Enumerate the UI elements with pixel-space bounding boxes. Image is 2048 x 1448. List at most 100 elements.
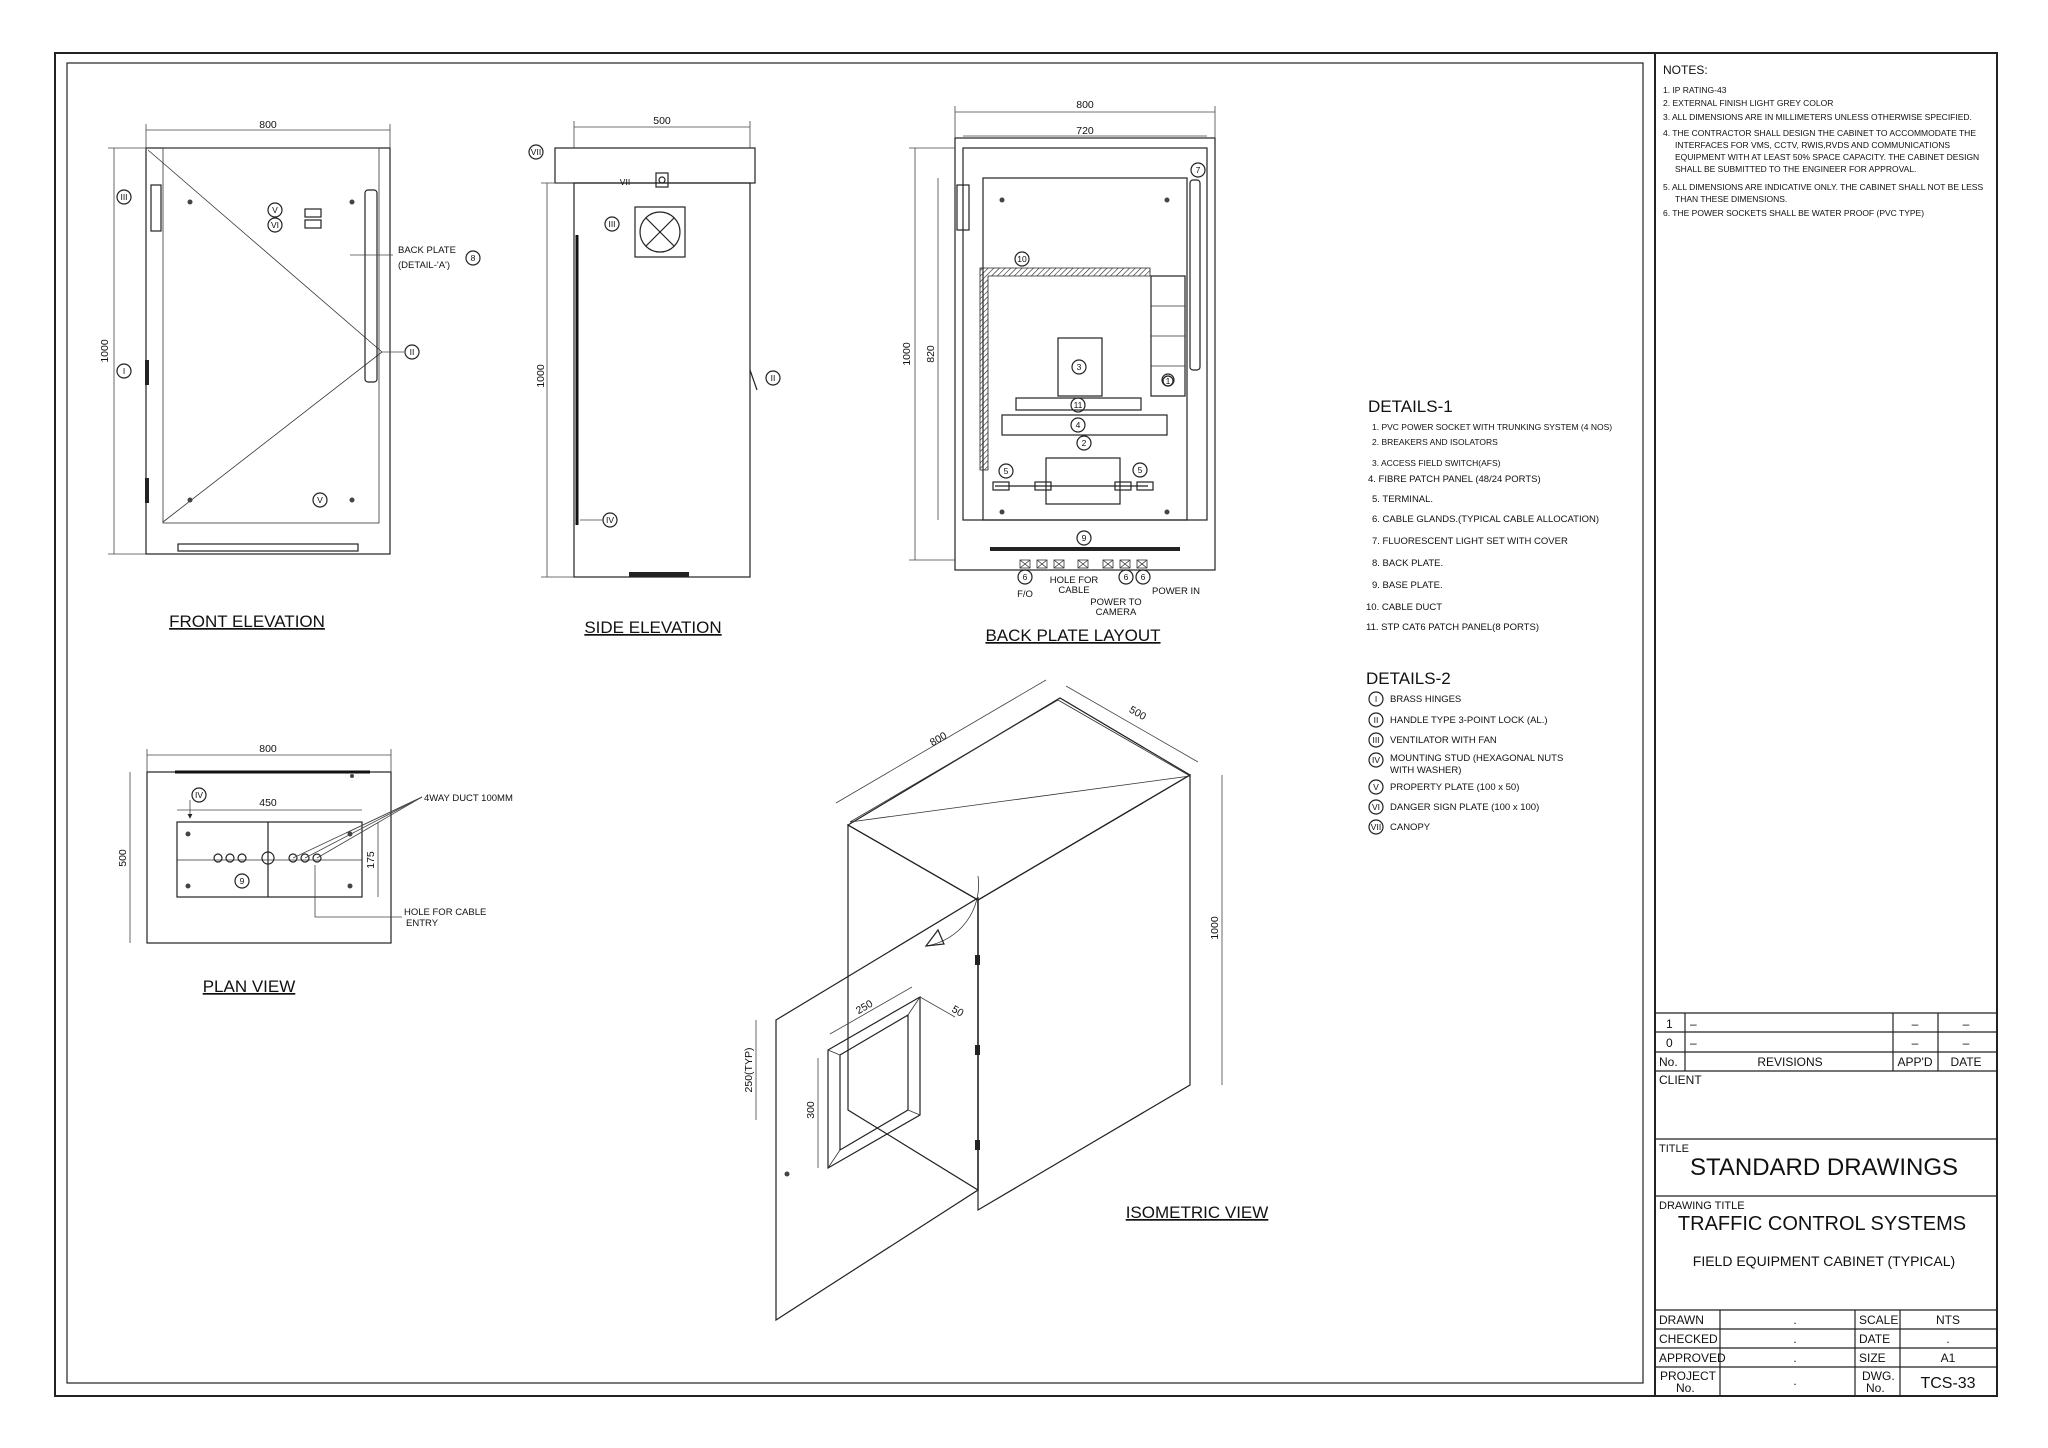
svg-text:11: 11 xyxy=(1074,400,1083,410)
svg-text:8. BACK PLATE.: 8. BACK PLATE. xyxy=(1372,558,1443,569)
svg-text:–: – xyxy=(1963,1017,1970,1031)
svg-text:II: II xyxy=(410,347,415,357)
back-plate-layout: 800 720 1000 820 7 10 3 1 11 4 2 5 5 9 6… xyxy=(901,99,1216,645)
client-label: CLIENT xyxy=(1659,1073,1702,1087)
svg-text:SIZE: SIZE xyxy=(1859,1351,1886,1365)
drawing-subtitle-value: FIELD EQUIPMENT CABINET (TYPICAL) xyxy=(1693,1253,1955,1269)
svg-text:THAN THESE DIMENSIONS.: THAN THESE DIMENSIONS. xyxy=(1675,194,1787,204)
svg-text:6. THE POWER SOCKETS SHALL BE: 6. THE POWER SOCKETS SHALL BE WATER PROO… xyxy=(1663,208,1924,218)
details-1: DETAILS-1 1. PVC POWER SOCKET WITH TRUNK… xyxy=(1366,397,1612,633)
isometric-view: 800 500 1000 250 50 300 250(TYP) ISOMETR… xyxy=(743,679,1269,1322)
svg-text:III: III xyxy=(608,219,615,229)
svg-text:III: III xyxy=(120,192,127,202)
svg-text:V: V xyxy=(272,205,278,215)
svg-text:2. BREAKERS AND ISOLATORS: 2. BREAKERS AND ISOLATORS xyxy=(1372,437,1498,447)
front-elevation: 800 1000 III I V VI V II BACK PLATE (DET… xyxy=(99,119,481,631)
svg-text:II: II xyxy=(1374,715,1379,725)
svg-text:VENTILATOR WITH FAN: VENTILATOR WITH FAN xyxy=(1390,735,1497,746)
plan-view-title: PLAN VIEW xyxy=(203,977,296,996)
details-2-heading: DETAILS-2 xyxy=(1366,669,1451,688)
fo-label: F/O xyxy=(1017,589,1033,600)
back-plate-layout-title: BACK PLATE LAYOUT xyxy=(985,626,1160,645)
svg-text:5. ALL DIMENSIONS ARE INDICATI: 5. ALL DIMENSIONS ARE INDICATIVE ONLY. T… xyxy=(1663,182,1983,192)
iso-dim-800: 800 xyxy=(928,730,949,749)
svg-text:DATE: DATE xyxy=(1859,1332,1890,1346)
svg-text:V: V xyxy=(317,495,323,505)
svg-text:11. STP CAT6 PATCH PANEL(8 POR: 11. STP CAT6 PATCH PANEL(8 PORTS) xyxy=(1366,622,1539,633)
details-2: DETAILS-2 I BRASS HINGES II HANDLE TYPE … xyxy=(1366,669,1563,835)
hole-cable-label: HOLE FOR CABLE xyxy=(404,907,486,918)
svg-text:.: . xyxy=(1793,1332,1796,1346)
iso-dim-250: 250 xyxy=(854,998,875,1017)
iso-dim-300: 300 xyxy=(805,1101,817,1119)
svg-text:PROPERTY PLATE (100 x 50): PROPERTY PLATE (100 x 50) xyxy=(1390,782,1519,793)
svg-text:CHECKED: CHECKED xyxy=(1659,1332,1718,1346)
svg-text:V: V xyxy=(1373,782,1379,792)
svg-text:NTS: NTS xyxy=(1936,1313,1960,1327)
details-1-heading: DETAILS-1 xyxy=(1368,397,1453,416)
side-dim-width: 500 xyxy=(653,115,671,127)
svg-text:5: 5 xyxy=(1138,465,1143,475)
svg-text:I: I xyxy=(123,366,125,376)
outer-border xyxy=(54,52,1998,1397)
svg-text:VI: VI xyxy=(1372,802,1380,812)
svg-text:A1: A1 xyxy=(1941,1351,1956,1365)
back-dim-720: 720 xyxy=(1076,125,1094,137)
svg-text:3. ACCESS FIELD SWITCH(AFS): 3. ACCESS FIELD SWITCH(AFS) xyxy=(1372,458,1501,468)
svg-text:1: 1 xyxy=(1666,1017,1673,1031)
side-elevation-title: SIDE ELEVATION xyxy=(584,618,721,637)
back-plate-label: BACK PLATE xyxy=(398,245,456,256)
svg-text:2: 2 xyxy=(1082,438,1087,448)
svg-text:9: 9 xyxy=(240,876,245,886)
svg-text:0: 0 xyxy=(1666,1036,1673,1050)
svg-text:II: II xyxy=(771,373,776,383)
svg-text:6. CABLE GLANDS.(TYPICAL CABLE: 6. CABLE GLANDS.(TYPICAL CABLE ALLOCATIO… xyxy=(1372,514,1599,525)
dwg-number: TCS-33 xyxy=(1920,1375,1975,1392)
svg-text:.: . xyxy=(1793,1351,1796,1365)
title-block: CLIENT TITLE STANDARD DRAWINGS DRAWING T… xyxy=(1655,1073,1997,1396)
svg-text:9: 9 xyxy=(1082,533,1087,543)
svg-text:No.: No. xyxy=(1676,1381,1695,1395)
svg-text:DRAWN: DRAWN xyxy=(1659,1313,1704,1327)
svg-text:1. PVC POWER SOCKET WITH TRUNK: 1. PVC POWER SOCKET WITH TRUNKING SYSTEM… xyxy=(1372,422,1612,432)
svg-text:1. IP RATING-43: 1. IP RATING-43 xyxy=(1663,85,1727,95)
drawing-title-label: DRAWING TITLE xyxy=(1659,1200,1745,1212)
svg-text:VII: VII xyxy=(620,177,630,187)
svg-text:PROJECT: PROJECT xyxy=(1660,1369,1717,1383)
svg-text:6: 6 xyxy=(1023,572,1028,582)
svg-text:DWG.: DWG. xyxy=(1862,1369,1895,1383)
front-dim-width: 800 xyxy=(259,119,277,131)
isometric-view-title: ISOMETRIC VIEW xyxy=(1126,1203,1269,1222)
svg-text:2. EXTERNAL FINISH LIGHT GREY: 2. EXTERNAL FINISH LIGHT GREY COLOR xyxy=(1663,98,1833,108)
front-dim-height: 1000 xyxy=(99,339,111,363)
hole-for-label: HOLE FOR xyxy=(1050,575,1099,586)
side-elevation: 500 1000 VII VII III II IV SIDE ELEVATIO… xyxy=(528,115,781,637)
svg-text:III: III xyxy=(1372,735,1379,745)
svg-text:DANGER SIGN PLATE (100 x 100): DANGER SIGN PLATE (100 x 100) xyxy=(1390,802,1539,813)
svg-text:INTERFACES FOR VMS, CCTV, RWIS: INTERFACES FOR VMS, CCTV, RWIS,RVDS AND … xyxy=(1675,140,1950,150)
iso-dim-50: 50 xyxy=(949,1003,965,1019)
svg-text:–: – xyxy=(1912,1017,1919,1031)
front-elevation-title: FRONT ELEVATION xyxy=(169,612,325,631)
cable-label: CABLE xyxy=(1058,585,1089,596)
svg-text:4: 4 xyxy=(1076,420,1081,430)
iso-dim-500: 500 xyxy=(1127,704,1148,723)
notes-panel: NOTES: 1. IP RATING-43 2. EXTERNAL FINIS… xyxy=(1654,53,1983,1396)
svg-text:10: 10 xyxy=(1017,254,1027,264)
svg-text:HANDLE TYPE 3-POINT LOCK (AL.): HANDLE TYPE 3-POINT LOCK (AL.) xyxy=(1390,715,1548,726)
svg-text:SCALE: SCALE xyxy=(1859,1313,1898,1327)
svg-text:7: 7 xyxy=(1196,165,1201,175)
plan-dim-175: 175 xyxy=(365,851,377,869)
svg-text:VI: VI xyxy=(271,220,279,230)
camera-label: CAMERA xyxy=(1096,607,1137,618)
svg-text:I: I xyxy=(1375,694,1377,704)
iso-dim-1000: 1000 xyxy=(1209,916,1221,940)
title-value: STANDARD DRAWINGS xyxy=(1690,1154,1958,1181)
svg-text:–: – xyxy=(1963,1036,1970,1050)
svg-text:3. ALL DIMENSIONS ARE IN MILLI: 3. ALL DIMENSIONS ARE IN MILLIMETERS UNL… xyxy=(1663,112,1972,122)
back-dim-820: 820 xyxy=(925,345,937,363)
svg-text:.: . xyxy=(1793,1374,1796,1388)
svg-text:WITH WASHER): WITH WASHER) xyxy=(1390,765,1461,776)
svg-text:SHALL BE SUBMITTED TO THE ENG: SHALL BE SUBMITTED TO THE ENGINEER FOR A… xyxy=(1675,164,1916,174)
